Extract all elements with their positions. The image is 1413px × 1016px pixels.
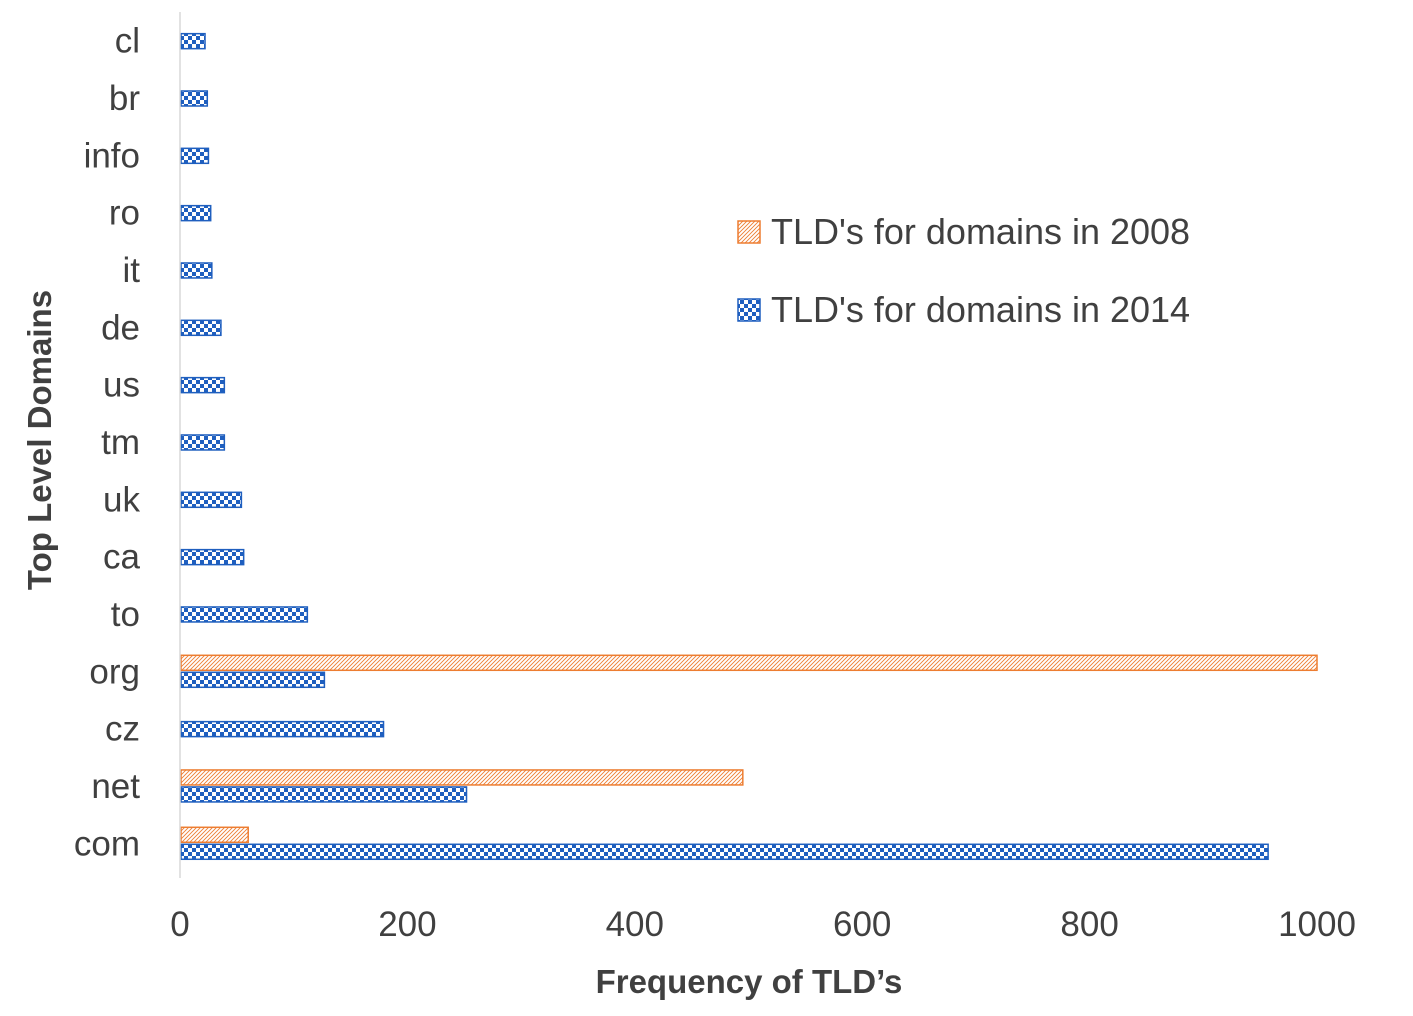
category-label-tm: tm: [101, 423, 140, 462]
x-tick-label-1000: 1000: [1278, 905, 1356, 944]
x-tick-label-0: 0: [170, 905, 189, 944]
category-label-com: com: [74, 824, 140, 863]
bar-2014-info: [180, 147, 210, 165]
bar-2014-tm: [180, 434, 226, 451]
legend-swatch-2014: [737, 298, 761, 322]
bar-2008-net: [180, 769, 744, 786]
category-label-de: de: [101, 308, 140, 347]
legend-label-2008: TLD's for domains in 2008: [771, 211, 1190, 252]
x-tick-label-200: 200: [378, 905, 436, 944]
bar-2014-ro: [180, 204, 212, 222]
bar-2014-com: [180, 843, 1269, 861]
x-tick-label-800: 800: [1060, 905, 1118, 944]
bar-2014-net: [180, 786, 468, 803]
bar-2008-com: [180, 826, 249, 844]
category-label-to: to: [111, 595, 140, 634]
category-label-it: it: [123, 251, 141, 290]
bar-2014-ca: [180, 548, 245, 566]
category-label-cz: cz: [105, 710, 140, 749]
category-labels: com net cz org to ca uk tm us de it ro info br cl: [74, 22, 141, 864]
bar-2014-br: [180, 90, 209, 107]
category-label-us: us: [103, 366, 140, 405]
bar-2014-us: [180, 376, 226, 394]
category-label-net: net: [91, 767, 140, 806]
x-tick-label-400: 400: [606, 905, 664, 944]
bars-layer: [180, 32, 1318, 861]
bar-2014-cl: [180, 32, 206, 50]
legend: TLD's for domains in 2008 TLD's for doma…: [737, 211, 1190, 330]
category-label-cl: cl: [115, 22, 140, 61]
bar-2014-it: [180, 262, 213, 279]
category-label-ca: ca: [103, 538, 141, 577]
category-label-ro: ro: [109, 194, 140, 233]
bar-2014-to: [180, 606, 309, 623]
x-axis-title: Frequency of TLD’s: [596, 963, 903, 1000]
bar-2008-org: [180, 654, 1318, 672]
bar-2014-de: [180, 319, 222, 337]
x-axis-ticks: 0 200 400 600 800 1000: [170, 905, 1356, 944]
bar-2014-org: [180, 671, 326, 689]
legend-label-2014: TLD's for domains in 2014: [771, 289, 1190, 330]
y-axis-title: Top Level Domains: [21, 290, 58, 590]
category-label-br: br: [109, 79, 140, 118]
category-label-info: info: [84, 136, 140, 175]
bar-2014-cz: [180, 720, 385, 738]
category-label-org: org: [89, 652, 140, 691]
x-tick-label-600: 600: [833, 905, 891, 944]
bar-2014-uk: [180, 491, 243, 509]
category-label-uk: uk: [103, 480, 140, 519]
legend-swatch-2008: [737, 220, 761, 244]
